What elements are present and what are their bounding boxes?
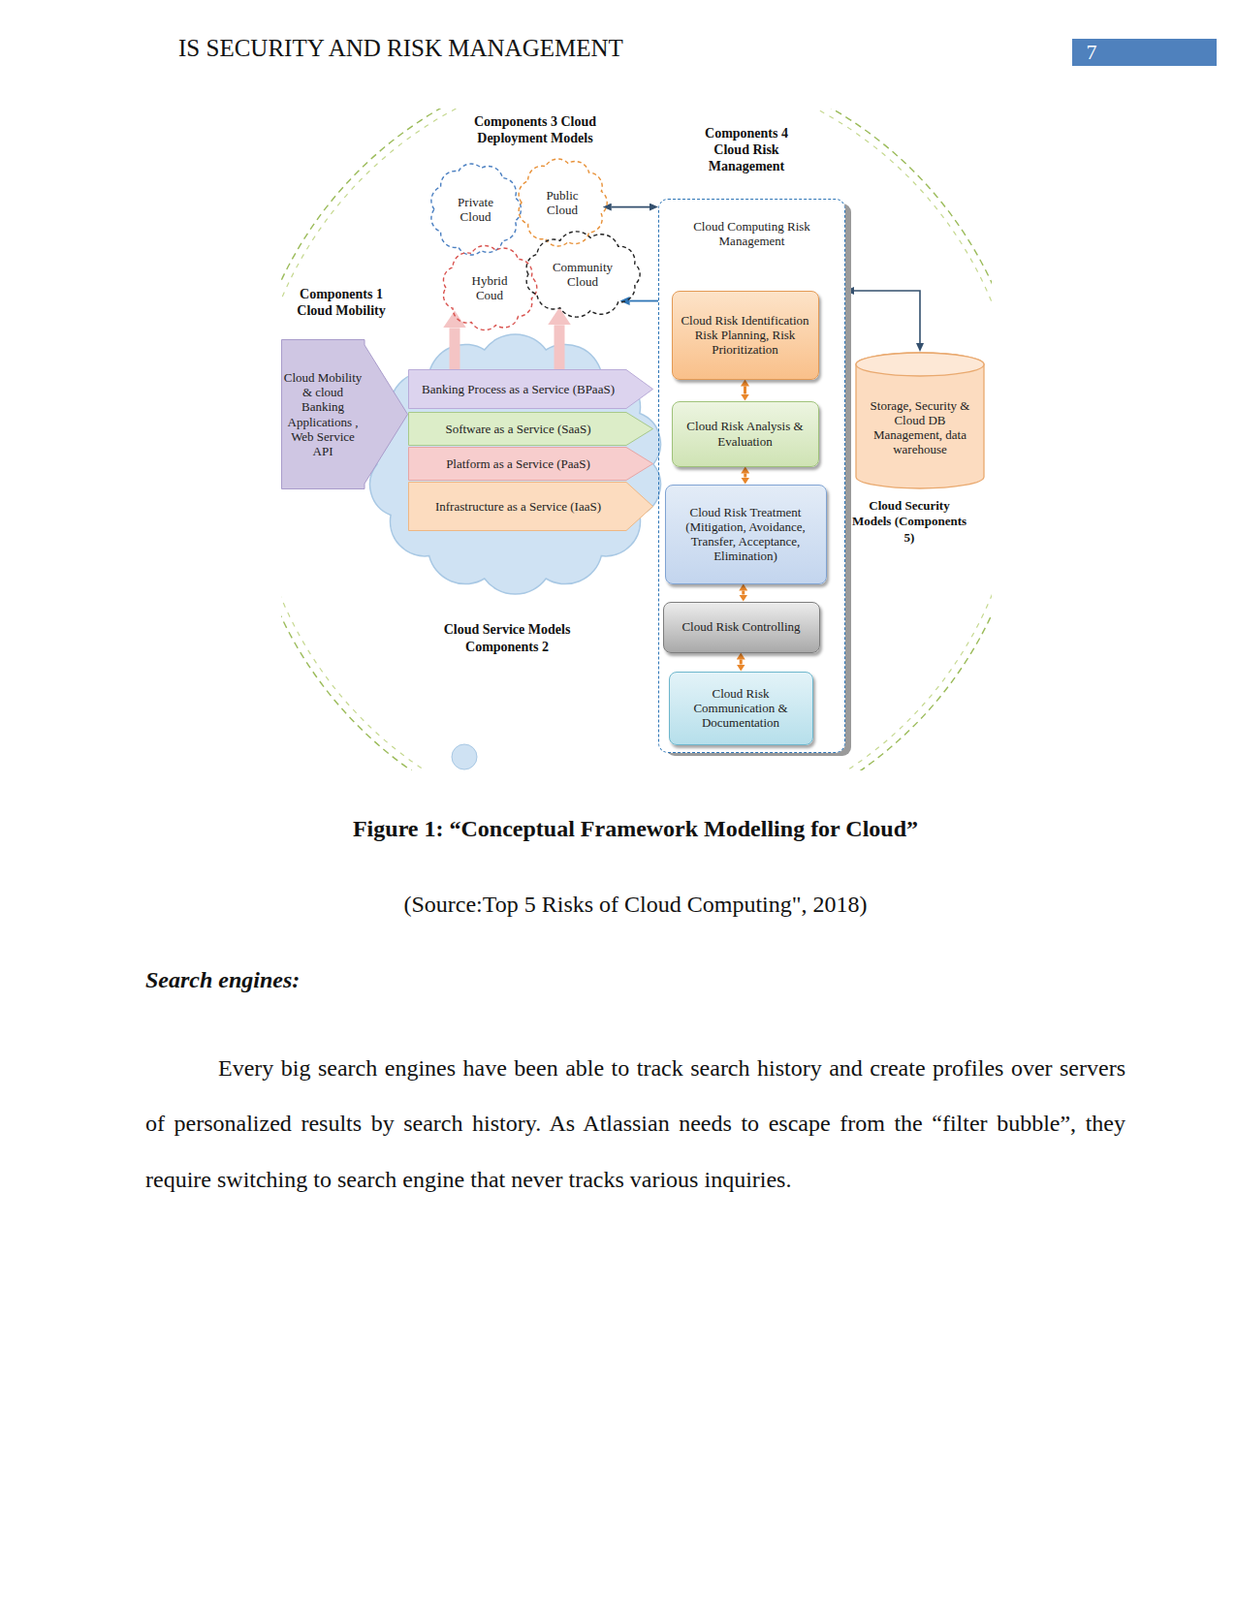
deployment-cloud-outline xyxy=(526,231,640,317)
risk-step-box: Cloud Risk Treatment (Mitigation, Avoida… xyxy=(665,484,827,585)
storage-cylinder-outline xyxy=(855,352,984,489)
service-arrow: Infrastructure as a Service (IaaS) xyxy=(408,481,654,532)
node-text: Cloud Risk Analysis & Evaluation xyxy=(678,418,813,448)
bubble xyxy=(451,744,477,770)
service-arrow-outline xyxy=(409,412,654,446)
component-heading: Components 4 Cloud Risk Management xyxy=(691,126,802,175)
node-text: Platform as a Service (PaaS) xyxy=(445,456,591,472)
figure-caption: Figure 1: “Conceptual Framework Modellin… xyxy=(145,816,1126,843)
component-heading: Cloud Security Models (Components 5) xyxy=(851,498,968,546)
node-text: Cloud Risk Identification Risk Planning,… xyxy=(678,313,813,358)
service-arrow: Software as a Service (SaaS) xyxy=(408,412,654,446)
deployment-cloud: Hybrid Coud xyxy=(441,245,539,331)
node-text: Banking Process as a Service (BPaaS) xyxy=(421,381,615,397)
connector xyxy=(739,660,743,666)
deployment-cloud-outline xyxy=(518,158,607,247)
body-paragraph: Every big search engines have been able … xyxy=(145,1041,1126,1208)
connector xyxy=(741,591,745,596)
cylinder-top xyxy=(855,352,984,377)
connector xyxy=(854,290,920,344)
node-text: Cloud Risk Communication & Documentation xyxy=(675,686,807,731)
risk-step-box: Cloud Risk Identification Risk Planning,… xyxy=(671,290,820,381)
node-text: Cloud Mobility & cloud Banking Applicati… xyxy=(283,370,363,459)
component-heading: Components 3 Cloud Deployment Models xyxy=(451,114,619,148)
node-text: Software as a Service (SaaS) xyxy=(444,421,591,437)
deployment-cloud: Community Cloud xyxy=(523,232,642,317)
source-note: (Source:Top 5 Risks of Cloud Computing",… xyxy=(145,891,1126,919)
block-arrow xyxy=(554,324,566,370)
frame-circle xyxy=(281,108,992,771)
component-heading: Cloud Service Models Components 2 xyxy=(429,621,585,657)
deployment-cloud: Private Cloud xyxy=(429,162,522,256)
running-header: IS SECURITY AND RISK MANAGEMENT xyxy=(178,34,761,63)
node-text: Cloud Risk Controlling xyxy=(681,619,800,634)
node-text: Hybrid Coud xyxy=(458,273,521,303)
risk-container: Cloud Computing Risk ManagementCloud Ris… xyxy=(658,198,846,754)
node-text: Public Cloud xyxy=(532,188,593,218)
risk-step-box: Cloud Risk Analysis & Evaluation xyxy=(671,401,820,468)
section-heading: Search engines: xyxy=(145,967,728,994)
deployment-cloud-outline xyxy=(431,163,522,255)
connector xyxy=(611,206,650,209)
node-text: Infrastructure as a Service (IaaS) xyxy=(435,499,602,514)
cloud-outline xyxy=(370,334,662,595)
service-arrow-outline xyxy=(409,370,654,410)
container-title: Cloud Computing Risk Management xyxy=(659,219,845,249)
deployment-cloud-outline xyxy=(443,245,537,330)
dashed-ring xyxy=(281,108,992,771)
block-arrow xyxy=(449,327,461,370)
page-number: 7 xyxy=(1072,38,1111,66)
connector xyxy=(743,386,747,395)
service-arrow-outline xyxy=(409,447,654,481)
node-text: Private Cloud xyxy=(444,194,507,224)
risk-step-box: Cloud Risk Communication & Documentation xyxy=(668,671,814,746)
risk-step-box: Cloud Risk Controlling xyxy=(663,602,821,654)
node-text: Community Cloud xyxy=(540,259,625,289)
component-heading: Components 1 Cloud Mobility xyxy=(286,286,396,320)
node-text: Storage, Security & Cloud DB Management,… xyxy=(862,398,978,458)
node-text: Cloud Risk Treatment (Mitigation, Avoida… xyxy=(673,505,819,565)
connector xyxy=(743,474,747,478)
service-arrow: Banking Process as a Service (BPaaS) xyxy=(408,369,654,410)
mobility-arrow-outline xyxy=(282,340,409,490)
service-cloud xyxy=(370,334,662,595)
dashed-ring xyxy=(281,108,992,771)
page-number-bar xyxy=(1072,38,1217,66)
service-arrow: Platform as a Service (PaaS) xyxy=(408,446,654,481)
connector xyxy=(630,300,659,303)
deployment-cloud: Public Cloud xyxy=(516,158,608,248)
service-arrow-outline xyxy=(409,482,654,532)
storage-cylinder: Storage, Security & Cloud DB Management,… xyxy=(855,351,985,490)
mobility-arrow: Cloud Mobility & cloud Banking Applicati… xyxy=(281,339,409,490)
